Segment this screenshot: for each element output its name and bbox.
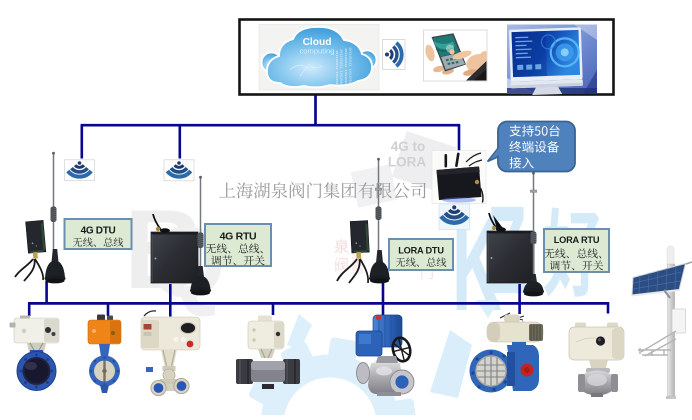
svg-text:LORA RTU: LORA RTU xyxy=(554,235,600,245)
svg-text:LORA DTU: LORA DTU xyxy=(398,246,444,256)
svg-text:computing: computing xyxy=(299,47,334,56)
svg-text:101101011 10110101: 101101011 10110101 xyxy=(343,48,347,87)
svg-text:LORA: LORA xyxy=(388,155,426,170)
svg-text:4G RTU: 4G RTU xyxy=(220,231,257,243)
svg-text:101101011 10110101: 101101011 10110101 xyxy=(339,49,343,88)
svg-text:101101011 10110101: 101101011 10110101 xyxy=(348,47,352,86)
svg-text:4G DTU: 4G DTU xyxy=(81,226,116,237)
svg-text:Cloud: Cloud xyxy=(303,37,332,48)
svg-text:101101011 10110101: 101101011 10110101 xyxy=(334,50,338,89)
svg-text:4G to: 4G to xyxy=(391,139,426,154)
